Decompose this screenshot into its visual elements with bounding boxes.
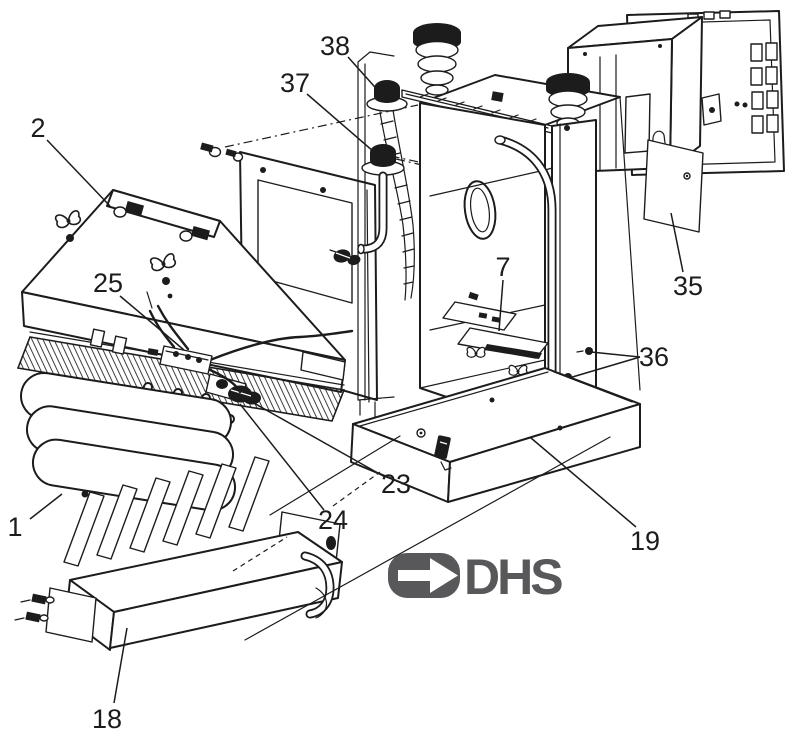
leader-line (306, 93, 382, 159)
part-number-label: 2 (30, 113, 45, 143)
gas-manifold (14, 587, 97, 643)
floor-alignment-lines (244, 435, 611, 641)
callout-part-38: 38 (320, 31, 383, 96)
part-number-label: 19 (630, 526, 660, 556)
part-number-label: 18 (92, 704, 122, 734)
part-number-label: 25 (93, 268, 123, 298)
leader-line (119, 295, 185, 351)
callout-part-1: 1 (7, 493, 63, 542)
callout-part-37: 37 (280, 68, 382, 159)
burner-fins (63, 456, 270, 567)
callout-part-24: 24 (239, 403, 348, 535)
leader-line (46, 139, 111, 207)
part-number-label: 35 (673, 271, 703, 301)
callout-part-7: 7 (495, 252, 511, 332)
part-number-label: 36 (639, 342, 669, 372)
tank-fitting-37 (361, 144, 405, 176)
callout-part-2: 2 (30, 113, 111, 207)
callout-part-19: 19 (530, 437, 660, 556)
part-number-label: 38 (320, 31, 350, 61)
flue-grommet-left (413, 23, 461, 96)
pipe-union-nut (329, 249, 361, 266)
callout-layer: 1 2 7 18 19 23 24 25 35 36 37 38 (7, 31, 703, 734)
leader-line (498, 279, 504, 332)
leader-line (670, 212, 684, 273)
base-tray (350, 367, 641, 503)
brand-logo: DHS (388, 549, 565, 605)
latch-clip-icon (701, 93, 740, 126)
leader-line (590, 351, 641, 358)
base-bracket-assembly (419, 291, 549, 389)
callout-part-35: 35 (670, 212, 703, 301)
callout-part-25: 25 (93, 268, 185, 351)
back-panel (643, 130, 704, 233)
part-number-label: 1 (7, 512, 22, 542)
pump-coupling (205, 373, 261, 405)
leader-line (347, 56, 383, 96)
leader-line (530, 437, 637, 528)
inner-panel-and-pipes (357, 51, 415, 418)
part-number-label: 24 (318, 505, 348, 535)
leader-line (113, 627, 128, 704)
tank-fitting-38 (366, 80, 408, 112)
part-number-label: 37 (280, 68, 310, 98)
leader-line (239, 403, 325, 511)
arrow-right-icon (398, 558, 458, 593)
leader-line (244, 397, 386, 478)
junction-box-wiring (146, 291, 354, 394)
callout-part-36: 36 (568, 342, 669, 379)
gas-supply-elbow (300, 551, 335, 619)
leader-line (568, 356, 641, 379)
callout-part-18: 18 (92, 627, 128, 734)
burner-assembly (14, 456, 343, 651)
power-switch (434, 435, 452, 471)
cabinet-casing (350, 23, 641, 503)
leader-line (29, 493, 63, 520)
vent-grid-icon (750, 42, 779, 134)
water-pipe-elbow (357, 171, 388, 255)
callout-part-23: 23 (244, 397, 411, 499)
heat-exchanger (16, 328, 346, 512)
oval-sight-hole (463, 180, 497, 240)
part-number-label: 23 (381, 469, 411, 499)
logo-wordmark: DHS (464, 549, 562, 605)
curved-flue-duct (494, 135, 557, 445)
part-number-label: 7 (495, 252, 510, 282)
